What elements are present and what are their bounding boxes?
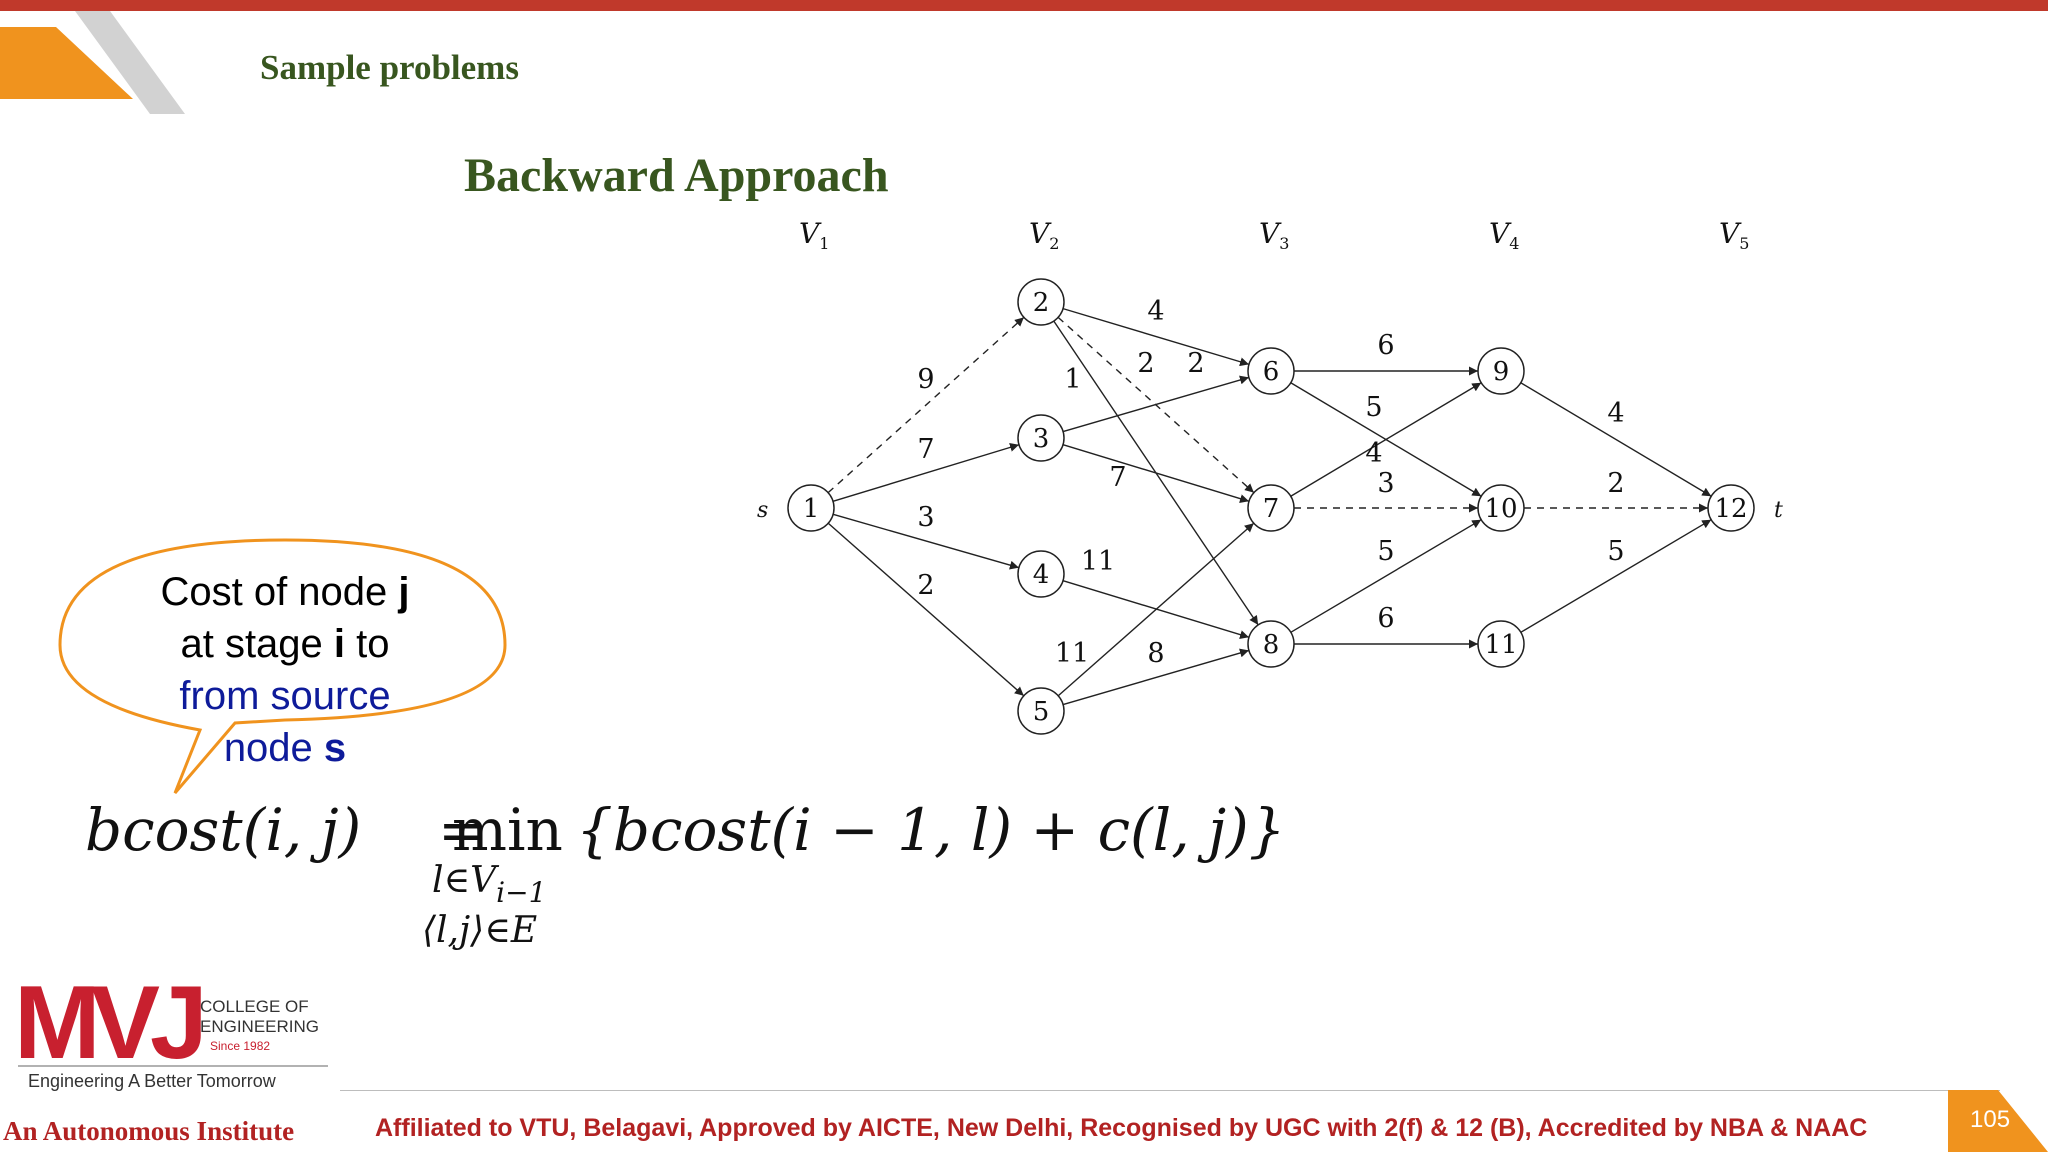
node-5 (1017, 687, 1065, 735)
edge-weight-1-5: 2 (917, 570, 934, 601)
callout-line-2: at stage i to (180, 622, 390, 666)
node-6 (1247, 347, 1295, 395)
sink-label: t (1774, 498, 1783, 523)
callout-line-4: node s (223, 726, 347, 770)
node-10 (1477, 484, 1525, 532)
edge-5-8 (1062, 648, 1250, 706)
stage-label-5: V5 (1719, 217, 1749, 253)
node-9 (1477, 347, 1525, 395)
header-title: Sample problems (260, 48, 519, 87)
stage-label-1: V1 (799, 217, 829, 253)
edge-weight-2-7: 2 (1137, 348, 1154, 379)
college-logo: MVJ COLLEGE OF ENGINEERING Since 1982 En… (14, 965, 328, 1091)
logo-line-3: Since 1982 (210, 1039, 270, 1053)
stage-label-2: V2 (1029, 217, 1059, 253)
edge-2-6 (1062, 307, 1250, 367)
edge-weight-6-9: 6 (1377, 330, 1394, 361)
formula-cond2: ⟨l,j⟩∈E (422, 910, 537, 951)
stage-label-4: V4 (1489, 217, 1519, 253)
node-label-4: 4 (1033, 560, 1050, 590)
edge-weight-9-12: 4 (1607, 398, 1624, 429)
node-12 (1707, 484, 1755, 532)
logo-line-1: COLLEGE OF (200, 997, 309, 1016)
callout-line-1: Cost of node j (160, 570, 410, 614)
node-8 (1247, 620, 1295, 668)
edge-weight-2-8: 1 (1064, 364, 1081, 395)
edge-1-5 (827, 522, 1025, 697)
callout-text: Cost of node j at stage i to from source… (100, 566, 470, 774)
node-1 (787, 484, 835, 532)
edge-weight-8-10: 5 (1377, 536, 1394, 567)
edge-weight-10-12: 2 (1607, 468, 1624, 499)
edge-weight-7-10: 3 (1377, 468, 1394, 499)
node-label-9: 9 (1493, 357, 1510, 387)
edge-weight-2-6: 4 (1147, 296, 1164, 327)
node-label-2: 2 (1033, 288, 1050, 318)
bcost-formula: bcost(i, j) = min {bcost(i − 1, l) + c(l… (85, 796, 1280, 951)
edge-7-9 (1290, 382, 1482, 497)
edge-1-2 (827, 316, 1025, 494)
slide-title: Backward Approach (464, 149, 889, 202)
page-number-badge (1948, 1090, 2048, 1152)
footer-affiliation: Affiliated to VTU, Belagavi, Approved by… (375, 1114, 1868, 1142)
logo-letters: MVJ (14, 965, 201, 1081)
footer-divider (340, 1090, 2000, 1091)
node-label-1: 1 (803, 494, 820, 524)
callout-line-3: from source (179, 674, 391, 718)
edge-weight-1-4: 3 (917, 502, 934, 533)
node-label-11: 11 (1484, 630, 1517, 660)
edge-11-12 (1520, 519, 1712, 633)
node-7 (1247, 484, 1295, 532)
logo-line-2: ENGINEERING (200, 1017, 319, 1036)
edge-weight-8-11: 6 (1377, 603, 1394, 634)
edge-weight-3-7: 7 (1109, 462, 1126, 493)
formula-cond1: l∈V (432, 860, 500, 901)
node-11 (1477, 620, 1525, 668)
node-label-7: 7 (1263, 494, 1280, 524)
top-accent-bar (0, 0, 2048, 11)
page-number: 10​5 (1970, 1106, 2011, 1133)
formula-min: min (452, 796, 563, 864)
edge-9-12 (1520, 382, 1712, 497)
edge-weight-4-8: 11 (1081, 546, 1115, 577)
edge-weight-5-7: 11 (1055, 638, 1089, 669)
node-label-10: 10 (1484, 494, 1517, 524)
formula-rhs: {bcost(i − 1, l) + c(l, j)} (576, 796, 1280, 864)
edge-1-3 (832, 443, 1020, 502)
edge-8-10 (1290, 519, 1482, 633)
node-label-6: 6 (1263, 357, 1280, 387)
source-label: s (757, 498, 768, 523)
logo-tagline: Engineering A Better Tomorrow (28, 1071, 277, 1091)
edge-weight-1-2: 9 (917, 364, 934, 395)
node-4 (1017, 550, 1065, 598)
corner-decoration (0, 11, 185, 114)
edge-5-7 (1057, 522, 1255, 697)
node-label-8: 8 (1263, 630, 1280, 660)
autonomous-label: An Autonomous Institute (3, 1116, 295, 1146)
formula-cond1-sub: i−1 (496, 876, 546, 909)
svg-text:l∈Vi−1: l∈Vi−1 (432, 860, 546, 909)
callout-bubble (58, 538, 507, 794)
edge-weight-1-3: 7 (917, 434, 934, 465)
node-label-12: 12 (1714, 494, 1747, 524)
node-3 (1017, 414, 1065, 462)
edge-1-4 (832, 513, 1020, 570)
formula-lhs: bcost(i, j) (85, 796, 361, 864)
formula-equals: = (438, 796, 487, 864)
node-label-3: 3 (1033, 424, 1050, 454)
edge-weight-7-9: 4 (1365, 438, 1382, 469)
edge-3-7 (1062, 444, 1250, 503)
node-label-5: 5 (1033, 697, 1050, 727)
edge-3-6 (1062, 375, 1250, 433)
edge-weight-5-8: 8 (1147, 638, 1164, 669)
edge-weight-11-12: 5 (1607, 536, 1624, 567)
edge-weight-6-10: 5 (1365, 392, 1382, 423)
stage-label-3: V3 (1259, 217, 1289, 253)
node-2 (1017, 278, 1065, 326)
edge-weight-3-6: 2 (1187, 348, 1204, 379)
